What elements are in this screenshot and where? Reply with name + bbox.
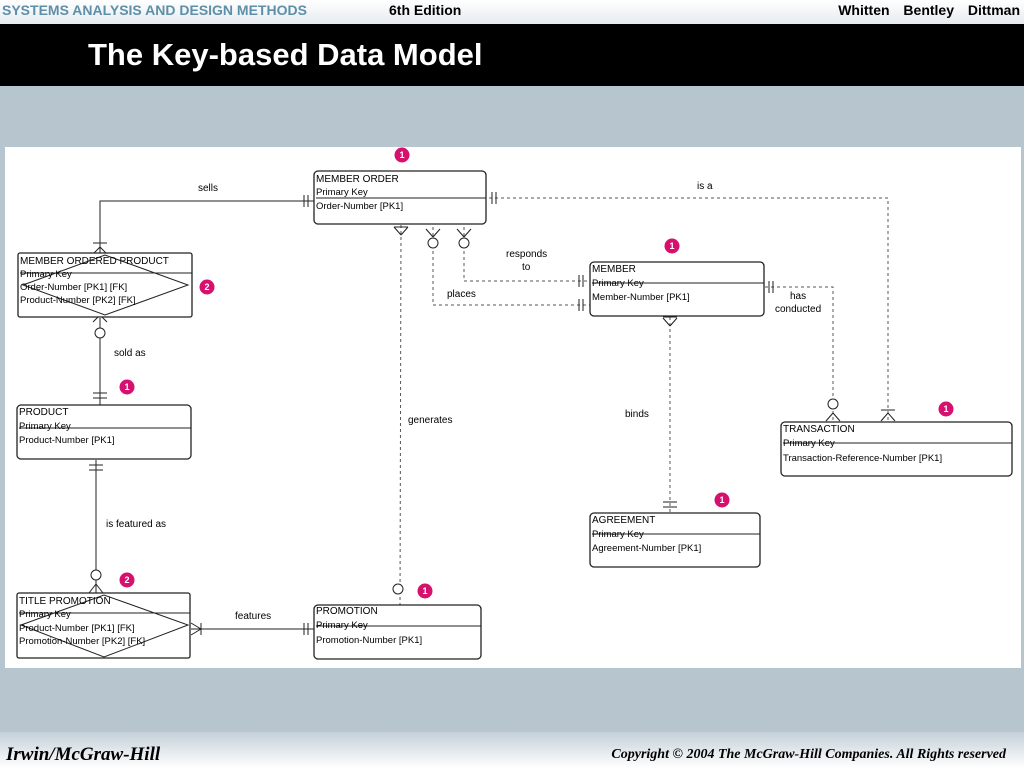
svg-text:2: 2	[204, 282, 209, 292]
entity-member: MEMBER Primary Key Member-Number [PK1]	[589, 261, 765, 317]
relationship-label-has: has	[790, 291, 806, 302]
svg-text:1: 1	[669, 241, 674, 251]
relationship-generates	[392, 224, 409, 606]
svg-text:1: 1	[422, 586, 427, 596]
relationship-label-features: features	[235, 611, 271, 622]
relationship-label-places: places	[447, 289, 476, 300]
entity-attr: Primary Key	[783, 438, 835, 449]
badge: 1	[664, 238, 680, 254]
entity-attr: Promotion-Number [PK2] [FK]	[19, 636, 145, 647]
entity-attr: Promotion-Number [PK1]	[316, 635, 422, 646]
relationship-is-a	[489, 192, 896, 422]
relationship-sells	[92, 195, 315, 255]
svg-text:2: 2	[124, 575, 129, 585]
relationship-sold-as	[92, 314, 108, 405]
relationship-responds-to	[456, 227, 590, 287]
entity-attr: Product-Number [PK1] [FK]	[19, 623, 135, 634]
relationship-label-binds: binds	[625, 409, 649, 420]
course-title: SYSTEMS ANALYSIS AND DESIGN METHODS	[2, 2, 307, 18]
entity-attr: Member-Number [PK1]	[592, 292, 690, 303]
authors-label: Whitten Bentley Dittman	[838, 2, 1020, 18]
entity-attr: Product-Number [PK1]	[19, 435, 115, 446]
header-bar: SYSTEMS ANALYSIS AND DESIGN METHODS 6th …	[0, 0, 1024, 24]
entity-attr: Transaction-Reference-Number [PK1]	[783, 453, 942, 464]
badge: 2	[119, 572, 135, 588]
entity-attr: Product-Number [PK2] [FK]	[20, 295, 136, 306]
relationship-features	[190, 622, 315, 636]
entity-name: MEMBER	[592, 264, 636, 275]
badge: 1	[938, 401, 954, 417]
relationship-label-is-featured-as: is featured as	[106, 519, 166, 530]
entity-attr: Primary Key	[316, 620, 368, 631]
entity-attr: Agreement-Number [PK1]	[592, 543, 701, 554]
entity-member-order: MEMBER ORDER Primary Key Order-Number [P…	[313, 170, 487, 225]
footer-bar: Irwin/McGraw-Hill Copyright © 2004 The M…	[0, 732, 1024, 768]
entity-attr: Primary Key	[592, 529, 644, 540]
entity-promotion: PROMOTION Primary Key Promotion-Number […	[313, 604, 482, 660]
badge: 1	[119, 379, 135, 395]
badge: 1	[714, 492, 730, 508]
entity-name: AGREEMENT	[592, 515, 655, 526]
entity-attr: Primary Key	[19, 609, 71, 620]
badge: 1	[417, 583, 433, 599]
svg-text:1: 1	[399, 150, 404, 160]
title-bar: The Key-based Data Model	[0, 24, 1024, 86]
relationship-label-sold-as: sold as	[114, 348, 146, 359]
relationship-label-is-a: is a	[697, 181, 713, 192]
entity-name: PROMOTION	[316, 606, 378, 617]
entity-attr: Order-Number [PK1]	[316, 201, 403, 212]
relationship-binds	[662, 316, 678, 512]
entity-name: TITLE PROMOTION	[19, 596, 111, 607]
entity-title-promotion: TITLE PROMOTION Primary Key Product-Numb…	[16, 592, 191, 659]
svg-text:1: 1	[124, 382, 129, 392]
svg-text:1: 1	[719, 495, 724, 505]
svg-text:1: 1	[943, 404, 948, 414]
badge: 1	[394, 147, 410, 163]
relationship-has-conducted	[765, 281, 841, 422]
entity-product: PRODUCT Primary Key Product-Number [PK1]	[16, 404, 192, 460]
entity-attr: Order-Number [PK1] [FK]	[20, 282, 127, 293]
entity-agreement: AGREEMENT Primary Key Agreement-Number […	[589, 512, 761, 568]
entity-name: TRANSACTION	[783, 424, 855, 435]
slide-title: The Key-based Data Model	[88, 37, 483, 72]
copyright-notice: Copyright © 2004 The McGraw-Hill Compani…	[611, 747, 1006, 762]
entity-name: PRODUCT	[19, 407, 68, 418]
relationship-places	[425, 227, 590, 311]
entity-transaction: TRANSACTION Primary Key Transaction-Refe…	[780, 421, 1013, 477]
relationship-label-generates: generates	[408, 415, 452, 426]
entity-attr: Primary Key	[592, 278, 644, 289]
entity-attr: Primary Key	[19, 421, 71, 432]
entity-member-ordered-product: MEMBER ORDERED PRODUCT Primary Key Order…	[17, 252, 193, 318]
badge: 2	[199, 279, 215, 295]
entity-attr: Primary Key	[316, 187, 368, 198]
data-model-diagram: sells sold as is featured as features	[5, 147, 1021, 668]
relationship-is-featured-as	[88, 460, 104, 594]
relationship-label-to: to	[522, 262, 531, 273]
publisher-label: Irwin/McGraw-Hill	[6, 744, 161, 765]
entity-attr: Primary Key	[20, 269, 72, 280]
relationship-label-conducted: conducted	[775, 304, 821, 315]
relationship-label-responds: responds	[506, 249, 547, 260]
entity-name: MEMBER ORDER	[316, 174, 399, 185]
relationship-label-sells: sells	[198, 183, 218, 194]
entity-name: MEMBER ORDERED PRODUCT	[20, 256, 169, 267]
edition-label: 6th Edition	[389, 2, 462, 18]
